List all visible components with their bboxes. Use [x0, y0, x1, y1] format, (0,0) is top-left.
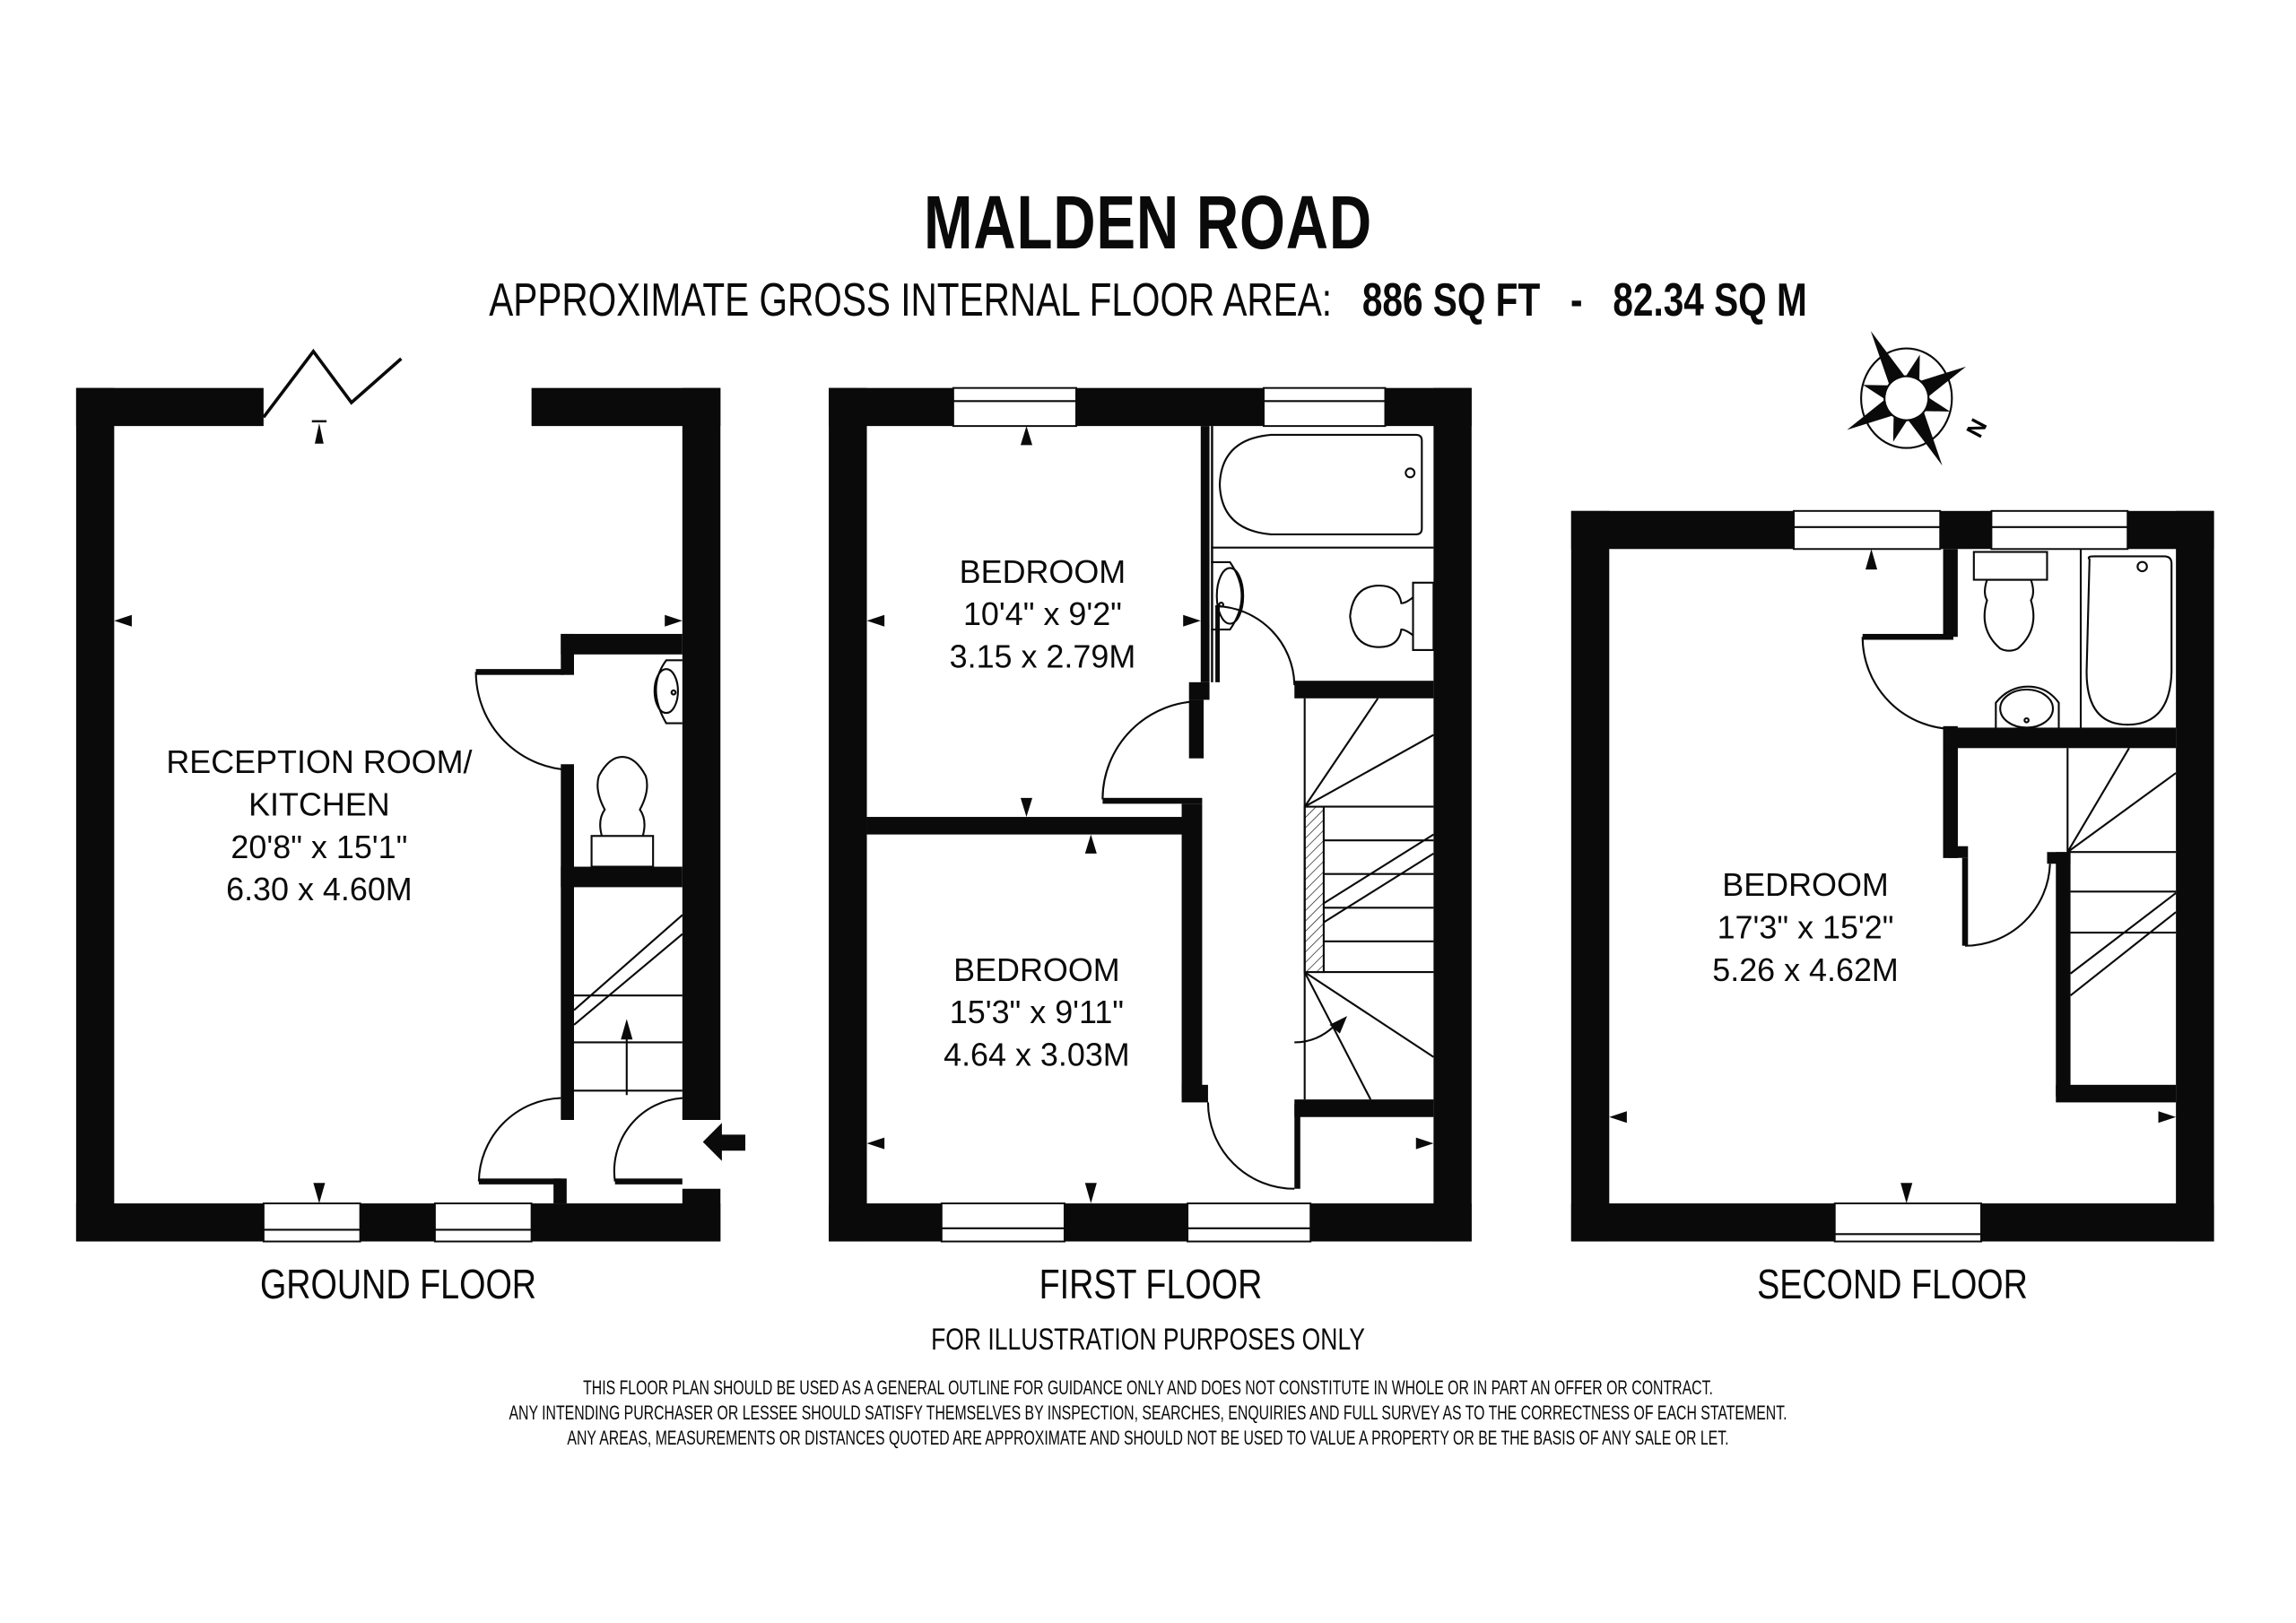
toilet-icon	[1349, 581, 1435, 651]
room-dimensions-imperial: 10'4" x 9'2"	[963, 595, 1122, 632]
room-dimensions-metric: 6.30 x 4.60M	[226, 871, 413, 907]
floor-area-summary: APPROXIMATE GROSS INTERNAL FLOOR AREA: 8…	[253, 273, 2044, 327]
entrance-arrow-icon	[702, 1123, 746, 1161]
compass-rose-icon	[1847, 331, 1967, 466]
floor-area-label: APPROXIMATE GROSS INTERNAL FLOOR AREA:	[489, 274, 1333, 326]
room-name: BEDROOM	[960, 553, 1126, 590]
room-label-bedroom-3: BEDROOM 17'3" x 15'2" 5.26 x 4.62M	[1712, 866, 1899, 988]
room-dimensions-metric: 5.26 x 4.62M	[1712, 951, 1899, 988]
illustration-note: FOR ILLUSTRATION PURPOSES ONLY	[931, 1323, 1365, 1357]
room-label-bedroom-2: BEDROOM 15'3" x 9'11" 4.64 x 3.03M	[944, 951, 1130, 1073]
floor-label-second: SECOND FLOOR	[1757, 1261, 2028, 1307]
room-name: BEDROOM	[953, 951, 1120, 988]
bi-fold-door-icon	[262, 348, 403, 419]
wash-basin-icon	[1211, 560, 1245, 631]
room-dimensions-imperial: 15'3" x 9'11"	[950, 994, 1124, 1030]
room-dimensions-imperial: 20'8" x 15'1"	[230, 829, 407, 865]
first-floor-plan	[829, 386, 1472, 1243]
bathtub-icon	[1218, 433, 1423, 536]
compass-north-label: N	[1961, 414, 1992, 442]
property-title: MALDEN ROAD	[924, 180, 1372, 265]
room-label-bedroom-1: BEDROOM 10'4" x 9'2" 3.15 x 2.79M	[950, 553, 1136, 675]
room-name: RECEPTION ROOM/	[166, 743, 472, 780]
wash-basin-icon	[1995, 685, 2060, 729]
disclaimer-line-2: ANY INTENDING PURCHASER OR LESSEE SHOULD…	[509, 1402, 1787, 1424]
disclaimer-line-1: THIS FLOOR PLAN SHOULD BE USED AS A GENE…	[583, 1376, 1713, 1399]
room-dimensions-metric: 4.64 x 3.03M	[944, 1037, 1130, 1073]
staircase-icon	[2066, 747, 2177, 997]
wash-basin-icon	[653, 659, 683, 725]
room-name: BEDROOM	[1722, 866, 1889, 903]
toilet-icon	[1972, 551, 2048, 652]
room-dimensions-metric: 3.15 x 2.79M	[950, 638, 1136, 675]
staircase-up-icon	[573, 914, 683, 1096]
floor-area-sqm: 82.34 SQ M	[1613, 274, 1807, 326]
second-floor-plan	[1570, 509, 2214, 1243]
floor-area-separator: -	[1570, 274, 1583, 326]
room-name-line2: KITCHEN	[248, 785, 390, 822]
room-label-reception-kitchen: RECEPTION ROOM/ KITCHEN 20'8" x 15'1" 6.…	[166, 743, 472, 907]
ground-floor-plan	[75, 348, 746, 1243]
room-dimensions-imperial: 17'3" x 15'2"	[1718, 909, 1894, 946]
floor-label-ground: GROUND FLOOR	[259, 1261, 537, 1307]
staircase-icon	[1294, 698, 1434, 1100]
toilet-icon	[590, 756, 655, 868]
disclaimer-line-3: ANY AREAS, MEASUREMENTS OR DISTANCES QUO…	[567, 1427, 1729, 1449]
bathtub-icon	[2085, 555, 2173, 726]
floor-area-sqft: 886 SQ FT	[1361, 274, 1541, 326]
floor-label-first: FIRST FLOOR	[1039, 1261, 1263, 1307]
